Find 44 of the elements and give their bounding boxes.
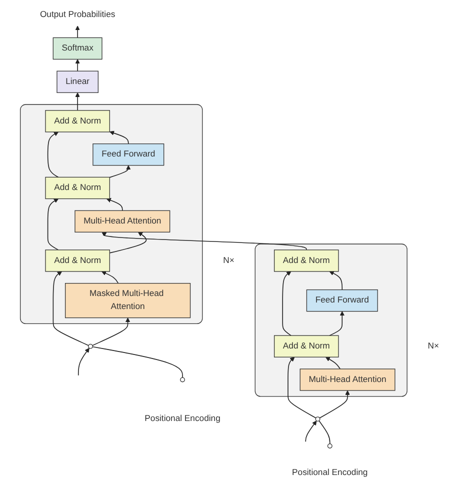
process-box: Add & Norm <box>274 335 339 358</box>
process-box: Multi-Head Attention <box>74 210 170 232</box>
arrow <box>75 26 80 38</box>
arrow <box>47 198 59 250</box>
arrow <box>282 271 292 336</box>
arrow <box>52 271 89 346</box>
arrow <box>102 232 307 250</box>
process-box: Softmax <box>52 37 102 60</box>
arrow <box>101 271 119 284</box>
arrow <box>75 92 80 111</box>
arrow <box>47 132 59 178</box>
arrow <box>305 420 317 442</box>
process-box: Feed Forward <box>306 289 378 312</box>
arrow <box>319 390 350 418</box>
circle-symbol <box>327 444 332 448</box>
arrow <box>325 356 341 370</box>
arrow <box>329 311 345 336</box>
arrow <box>329 271 343 290</box>
arrow <box>92 318 130 346</box>
side-label: N× <box>428 341 440 351</box>
process-box: Feed Forward <box>92 143 164 166</box>
arrow <box>106 198 123 211</box>
circle-symbol <box>180 377 185 382</box>
side-label: N× <box>223 256 234 265</box>
arrow <box>109 232 147 254</box>
arrow <box>75 59 80 72</box>
arrow <box>109 165 131 178</box>
side-label: Positional Encoding <box>144 414 220 424</box>
arrow <box>109 130 129 144</box>
circle-symbol <box>315 416 320 422</box>
side-label: Positional Encoding <box>292 468 368 478</box>
arrow <box>78 348 90 376</box>
process-box: Masked Multi-Head Attention <box>64 282 191 318</box>
circle-symbol <box>88 344 93 349</box>
connector-line <box>318 420 330 444</box>
process-box: Add & Norm <box>45 250 110 272</box>
output-label: Output Probabilities <box>40 10 116 20</box>
process-box: Linear <box>56 70 98 93</box>
process-box: Add & Norm <box>45 110 110 132</box>
process-box: Multi-Head Attention <box>300 368 396 391</box>
connector-line <box>92 346 183 378</box>
arrow <box>288 356 316 418</box>
process-box: Add & Norm <box>274 250 339 272</box>
process-box: Add & Norm <box>45 176 110 200</box>
